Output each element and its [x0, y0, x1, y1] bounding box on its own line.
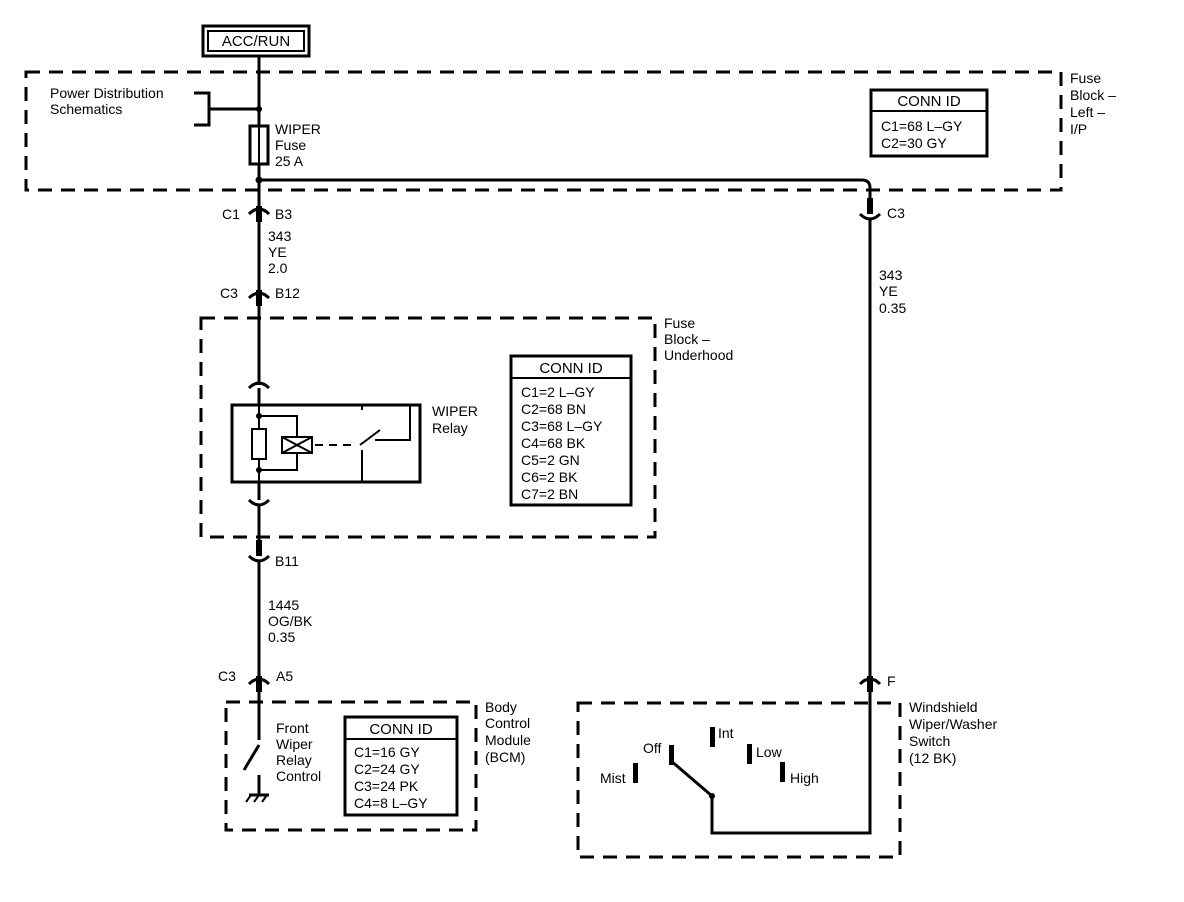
- svg-text:Fuse: Fuse: [1070, 70, 1101, 86]
- wire-343-ye-035: 343 YE 0.35: [879, 267, 906, 316]
- svg-text:Windshield: Windshield: [909, 699, 977, 715]
- svg-text:Off: Off: [643, 740, 662, 756]
- svg-text:WIPER: WIPER: [432, 403, 478, 419]
- svg-text:B11: B11: [275, 553, 299, 569]
- connector-b11: B11: [247, 540, 299, 569]
- svg-text:0.35: 0.35: [268, 629, 295, 645]
- svg-text:Fuse: Fuse: [664, 315, 695, 331]
- fuse-block-ip-outline: [24, 70, 1063, 192]
- svg-text:WIPER: WIPER: [275, 121, 321, 137]
- front-wiper-relay-control: Front Wiper Relay Control: [242, 692, 321, 803]
- conn-id-box-ip: CONN ID C1=68 L–GY C2=30 GY: [869, 88, 989, 158]
- wiper-switch-outline: [576, 701, 902, 859]
- connector-c1-b3: C1 B3: [222, 206, 292, 222]
- svg-text:C6=2 BK: C6=2 BK: [521, 469, 578, 485]
- svg-text:Block –: Block –: [664, 331, 710, 347]
- wiper-switch-label: Windshield Wiper/Washer Switch (12 BK): [909, 699, 998, 766]
- svg-text:C2=24 GY: C2=24 GY: [354, 761, 420, 777]
- svg-text:Wiper: Wiper: [276, 736, 313, 752]
- wire-1445-og-bk: 1445 OG/BK 0.35: [268, 597, 313, 645]
- svg-text:C3: C3: [887, 205, 905, 221]
- svg-text:I/P: I/P: [1070, 121, 1087, 137]
- wiper-relay: WIPER Relay: [230, 381, 478, 507]
- svg-text:Control: Control: [485, 715, 530, 731]
- svg-text:Front: Front: [276, 720, 309, 736]
- svg-text:343: 343: [268, 228, 292, 244]
- connector-c3-right: C3: [858, 198, 905, 221]
- power-distribution-ref: Power Distribution Schematics: [50, 85, 259, 127]
- wiper-switch: Mist Off Int Low High: [600, 692, 872, 835]
- svg-text:Module: Module: [485, 732, 531, 748]
- fuse-block-underhood-outline: [199, 316, 657, 539]
- power-label: ACC/RUN: [222, 33, 290, 50]
- fuse-block-ip-label: Fuse Block – Left – I/P: [1070, 70, 1116, 137]
- svg-text:(12 BK): (12 BK): [909, 750, 956, 766]
- svg-text:0.35: 0.35: [879, 300, 906, 316]
- svg-text:Relay: Relay: [432, 420, 468, 436]
- svg-text:2.0: 2.0: [268, 260, 288, 276]
- svg-text:A5: A5: [276, 668, 293, 684]
- wiper-fuse: WIPER Fuse 25 A: [248, 121, 321, 169]
- svg-text:C3=24 PK: C3=24 PK: [354, 778, 419, 794]
- splice-dot: [256, 106, 262, 112]
- branch-wire: [259, 178, 872, 204]
- svg-text:Low: Low: [756, 744, 783, 760]
- svg-text:Left –: Left –: [1070, 104, 1105, 120]
- svg-text:CONN ID: CONN ID: [369, 721, 433, 738]
- svg-text:C2=30 GY: C2=30 GY: [881, 135, 947, 151]
- svg-text:YE: YE: [268, 244, 287, 260]
- svg-text:Switch: Switch: [909, 733, 950, 749]
- svg-text:C4=8 L–GY: C4=8 L–GY: [354, 795, 428, 811]
- svg-text:Power Distribution: Power Distribution: [50, 85, 164, 101]
- svg-text:Control: Control: [276, 768, 321, 784]
- svg-text:Block –: Block –: [1070, 87, 1116, 103]
- svg-text:(BCM): (BCM): [485, 749, 525, 765]
- svg-text:C1=2 L–GY: C1=2 L–GY: [521, 384, 595, 400]
- svg-text:C2=68 BN: C2=68 BN: [521, 401, 586, 417]
- svg-text:C7=2 BN: C7=2 BN: [521, 486, 578, 502]
- svg-text:Fuse: Fuse: [275, 137, 306, 153]
- svg-text:Underhood: Underhood: [664, 347, 733, 363]
- svg-text:Relay: Relay: [276, 752, 312, 768]
- svg-text:B12: B12: [275, 285, 300, 301]
- svg-text:Int: Int: [718, 725, 734, 741]
- svg-text:C1: C1: [222, 206, 240, 222]
- svg-text:C1=68 L–GY: C1=68 L–GY: [881, 118, 963, 134]
- svg-text:CONN ID: CONN ID: [539, 360, 603, 377]
- svg-text:Wiper/Washer: Wiper/Washer: [909, 716, 998, 732]
- power-source-box: ACC/RUN: [201, 24, 311, 58]
- svg-text:25 A: 25 A: [275, 153, 304, 169]
- svg-text:YE: YE: [879, 283, 898, 299]
- svg-text:High: High: [790, 770, 819, 786]
- svg-text:Body: Body: [485, 699, 517, 715]
- svg-text:1445: 1445: [268, 597, 299, 613]
- svg-text:Schematics: Schematics: [50, 101, 122, 117]
- svg-text:CONN ID: CONN ID: [897, 93, 961, 110]
- wire-343-ye-2: 343 YE 2.0: [268, 228, 292, 276]
- svg-text:C1=16 GY: C1=16 GY: [354, 744, 420, 760]
- svg-text:C3: C3: [218, 668, 236, 684]
- svg-text:OG/BK: OG/BK: [268, 613, 313, 629]
- conn-id-box-bcm: CONN ID C1=16 GY C2=24 GY C3=24 PK C4=8 …: [343, 715, 459, 817]
- svg-text:B3: B3: [275, 206, 292, 222]
- connector-c3-b12: C3 B12: [220, 285, 300, 306]
- svg-text:C4=68 BK: C4=68 BK: [521, 435, 586, 451]
- bcm-label: Body Control Module (BCM): [485, 699, 531, 765]
- svg-text:C3: C3: [220, 285, 238, 301]
- svg-text:C3=68 L–GY: C3=68 L–GY: [521, 418, 603, 434]
- svg-text:C5=2 GN: C5=2 GN: [521, 452, 580, 468]
- connector-f: F: [858, 673, 896, 692]
- svg-text:Mist: Mist: [600, 770, 626, 786]
- fuse-block-underhood-label: Fuse Block – Underhood: [664, 315, 733, 363]
- conn-id-box-underhood: CONN ID C1=2 L–GY C2=68 BN C3=68 L–GY C4…: [509, 354, 633, 507]
- svg-text:F: F: [887, 673, 896, 689]
- connector-c3-a5: C3 A5: [218, 668, 293, 692]
- bcm-outline: [224, 700, 478, 832]
- svg-text:343: 343: [879, 267, 903, 283]
